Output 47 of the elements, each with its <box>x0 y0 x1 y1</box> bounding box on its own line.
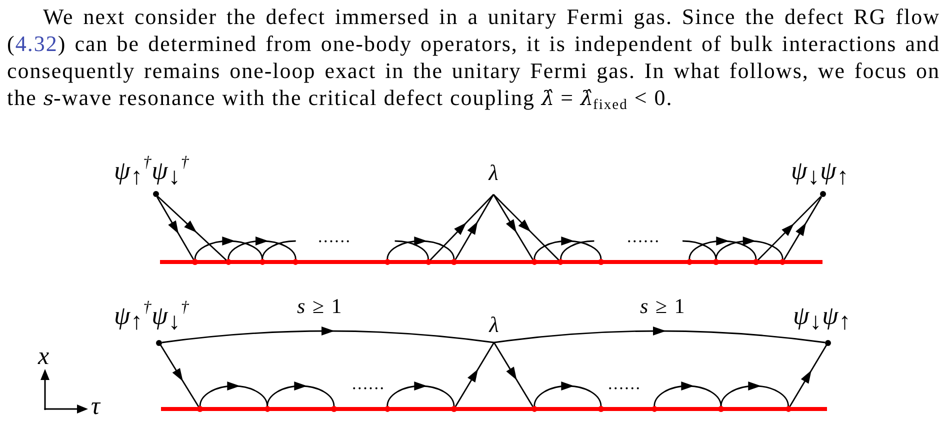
ellipsis: ...... <box>627 228 660 245</box>
propagator-line <box>493 342 534 407</box>
axis-label: x <box>38 344 50 368</box>
coupling-label: λ <box>486 162 502 194</box>
propagator-line <box>454 342 495 407</box>
ellipsis: ...... <box>608 375 642 392</box>
propagator-line <box>156 196 194 260</box>
propagator-arc <box>386 236 455 260</box>
propagator-arc <box>534 236 602 260</box>
propagator-arc <box>262 240 296 260</box>
propagator-arc <box>560 240 594 260</box>
defect-dot <box>226 259 232 265</box>
propagator-line <box>784 196 822 260</box>
propagator-arc <box>720 382 789 406</box>
propagator-arc <box>654 382 722 406</box>
vertex-dot <box>820 191 826 198</box>
propagator-arc <box>394 240 429 260</box>
propagator-arc <box>715 236 784 260</box>
propagator-arc <box>682 240 717 260</box>
ellipsis: ...... <box>352 375 386 392</box>
propagator-arc <box>162 326 494 344</box>
propagator-arc <box>194 236 263 260</box>
coupling-label: λ <box>486 314 502 342</box>
propagator-arc <box>534 382 602 406</box>
propagator-line <box>493 194 560 261</box>
propagator-arc <box>266 382 335 406</box>
propagator-arc <box>199 382 268 406</box>
propagator-arc <box>386 382 455 406</box>
propagator-arc <box>688 236 757 260</box>
propagator-line <box>454 194 494 260</box>
propagator-line <box>757 196 822 260</box>
vertex-dot <box>825 340 831 346</box>
edge-label: s ≥ 1 <box>297 296 342 317</box>
propagator-line <box>789 344 828 407</box>
vertex-dot <box>152 191 158 198</box>
propagator-arc <box>228 236 296 260</box>
edge-label: s ≥ 1 <box>640 296 685 317</box>
equation-link: 4.32 <box>15 31 58 56</box>
vertex-dot <box>156 340 162 346</box>
ellipsis: ...... <box>318 228 352 245</box>
propagator-line <box>157 196 227 261</box>
body-paragraph: We next consider the defect immersed in a unitary Fermi gas. Since the defect RG flow (4.32) can be determined from one-body operators, it is independent of bulk interactions and consequently remains one-loop exact in the unitary Fermi gas. In what follows, we focus on the s-wave resonance with the critical defect coupling λ̂ = λ̂$_{fixed}$ < 0. <box>7 3 940 112</box>
propagator-line <box>492 194 534 260</box>
propagator-line <box>160 344 200 407</box>
propagator-arc <box>494 326 826 344</box>
axis-label: τ <box>91 394 100 418</box>
propagator-line <box>430 194 494 260</box>
